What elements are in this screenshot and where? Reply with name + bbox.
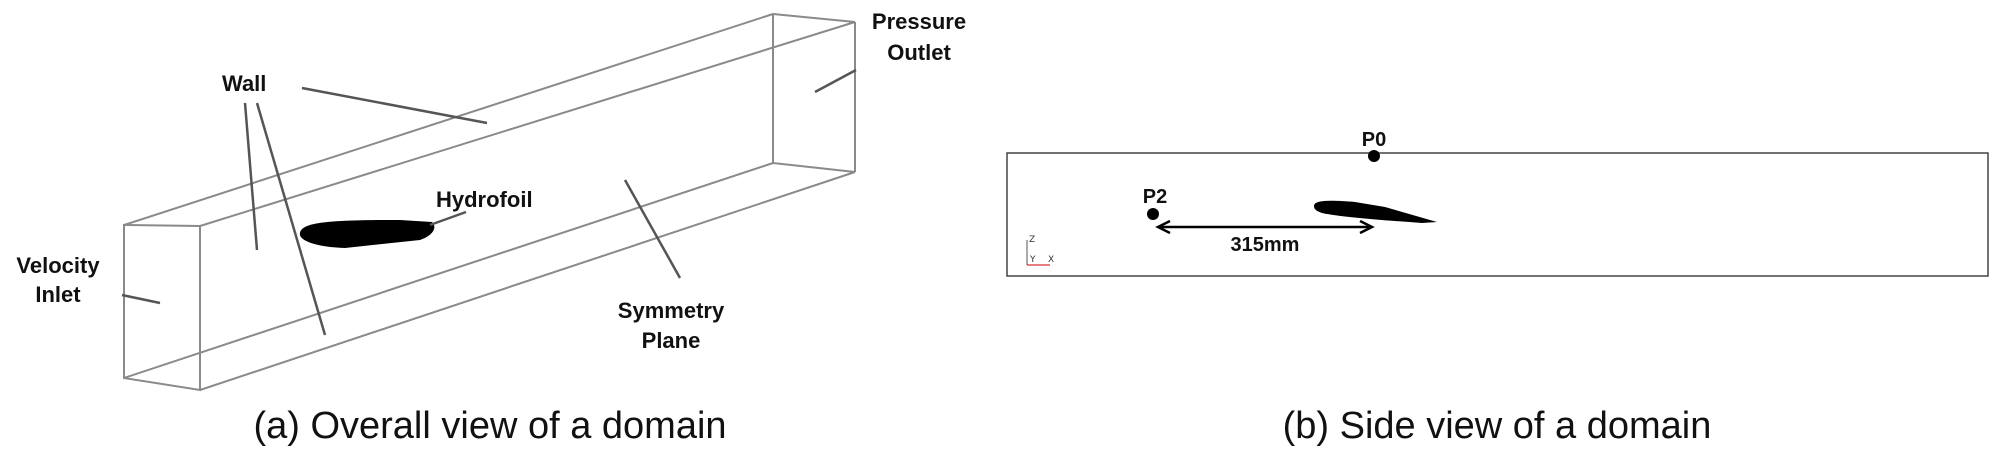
dimension-arrow	[1155, 219, 1375, 235]
velocity-inlet-label-line2: Inlet	[35, 282, 81, 307]
probe-point-p2	[1147, 208, 1159, 220]
axis-y-label: Y	[1029, 255, 1036, 265]
leader-lines	[121, 68, 857, 336]
probe-label-p2: P2	[1143, 186, 1167, 208]
probe-point-p0	[1368, 150, 1380, 162]
velocity-inlet-label-line1: Velocity	[16, 253, 100, 278]
panel-b-side-view: P0 P2 315mm Z Y X (b) Side view of a dom…	[1006, 129, 1989, 447]
symmetry-plane-label-line1: Symmetry	[618, 298, 725, 323]
panel-a-overall-view: Wall Pressure Outlet Hydrofoil Velocity …	[16, 9, 966, 447]
probe-label-p0: P0	[1362, 129, 1386, 151]
pressure-outlet-label-line2: Outlet	[887, 40, 951, 65]
pressure-outlet-label-line1: Pressure	[872, 9, 966, 34]
symmetry-plane-label-line2: Plane	[642, 328, 701, 353]
domain-box-wireframe	[123, 13, 856, 392]
caption-a: (a) Overall view of a domain	[253, 405, 726, 447]
hydrofoil-side-shape	[1314, 200, 1437, 223]
side-view-domain-box	[1006, 152, 1989, 277]
axis-x-label: X	[1048, 255, 1054, 265]
axis-z-label: Z	[1029, 235, 1035, 245]
caption-b: (b) Side view of a domain	[1283, 405, 1712, 447]
axis-triad: Z Y X	[1026, 235, 1054, 266]
hydrofoil-label: Hydrofoil	[436, 187, 533, 212]
wall-label: Wall	[222, 71, 266, 96]
dimension-label: 315mm	[1231, 234, 1300, 256]
hydrofoil-3d-shape	[299, 220, 435, 248]
